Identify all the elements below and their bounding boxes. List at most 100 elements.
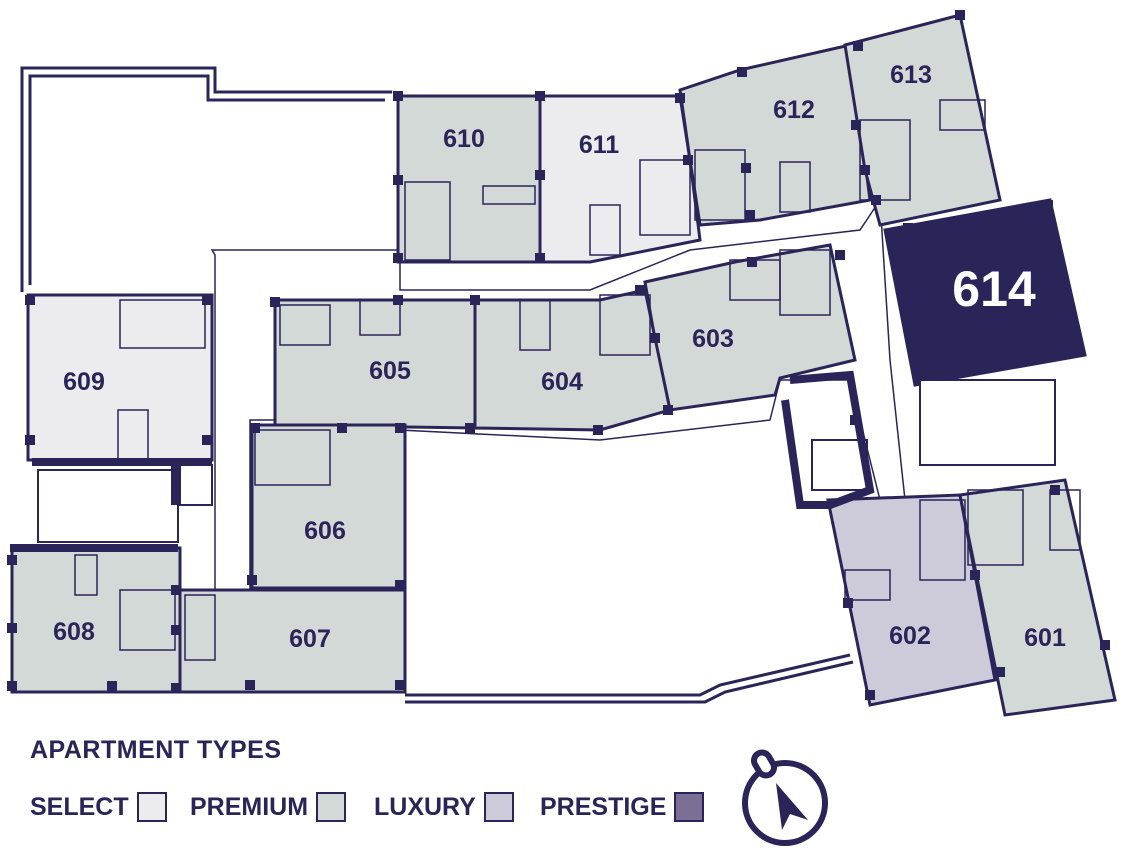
wall-post xyxy=(955,10,965,20)
unit-label-610[interactable]: 610 xyxy=(443,125,485,153)
unit-label-613[interactable]: 613 xyxy=(890,61,932,89)
wall-post xyxy=(470,295,480,305)
wall-post xyxy=(843,598,853,608)
unit-label-612[interactable]: 612 xyxy=(773,96,815,124)
wall-post xyxy=(737,67,747,77)
floor-plan: 601 602 603 604 605 606 607 608 609 610 611 612 613 6… xyxy=(7,10,1117,717)
wall-post xyxy=(337,423,347,433)
unit-label-605[interactable]: 605 xyxy=(369,357,411,385)
wall-post xyxy=(25,295,35,305)
wall-post xyxy=(7,623,17,633)
legend-label-prestige: PRESTIGE xyxy=(540,792,667,821)
legend-swatch-prestige xyxy=(674,792,705,822)
unit-608[interactable] xyxy=(10,546,182,694)
legend-item-luxury: LUXURY xyxy=(374,792,514,822)
wall-post xyxy=(395,423,405,433)
wall-post xyxy=(850,415,860,425)
wall-post xyxy=(675,93,685,103)
wall-post xyxy=(535,91,545,101)
legend-item-premium: PREMIUM xyxy=(190,792,347,822)
legend-item-select: SELECT xyxy=(30,792,167,822)
wall-post xyxy=(970,570,980,580)
wall-post xyxy=(393,91,403,101)
wall-post xyxy=(535,170,545,180)
unit-601[interactable] xyxy=(958,478,1117,717)
wall-post xyxy=(393,175,403,185)
wall-post xyxy=(202,295,212,305)
legend-label-select: SELECT xyxy=(30,792,129,821)
wall-post xyxy=(1065,345,1075,355)
wall-post xyxy=(171,625,181,635)
unit-label-601[interactable]: 601 xyxy=(1024,624,1066,652)
wall-post xyxy=(903,223,913,233)
stair-east xyxy=(919,379,1056,466)
wall-post xyxy=(465,423,475,433)
unit-label-611[interactable]: 611 xyxy=(579,131,619,159)
wall-post xyxy=(7,681,17,691)
legend-label-luxury: LUXURY xyxy=(374,792,476,821)
wall-post xyxy=(395,680,405,690)
building-outline xyxy=(20,66,854,704)
wall-post xyxy=(663,405,673,415)
wall-post xyxy=(683,155,693,165)
wall-post xyxy=(995,667,1005,677)
wall-post xyxy=(1100,640,1110,650)
wall-post xyxy=(25,435,35,445)
wall-post xyxy=(835,250,845,260)
wall-post xyxy=(171,683,181,693)
wall-post xyxy=(853,41,863,51)
units-layer xyxy=(10,13,1117,717)
wall-post xyxy=(250,423,260,433)
wall-post xyxy=(913,367,923,377)
wall-post xyxy=(107,681,117,691)
wall-post xyxy=(851,120,861,130)
legend-label-premium: PREMIUM xyxy=(190,792,309,821)
unit-label-606[interactable]: 606 xyxy=(304,517,346,545)
wall-post xyxy=(171,585,181,595)
unit-612[interactable] xyxy=(678,43,872,227)
wall-posts xyxy=(7,10,1110,700)
wall-post xyxy=(1050,485,1060,495)
wall-post xyxy=(741,163,751,173)
unit-label-614[interactable]: 614 xyxy=(952,261,1036,317)
wall-post xyxy=(247,575,257,585)
unit-labels: 601 602 603 604 605 606 607 608 609 610 611 612 613 6… xyxy=(53,61,1066,653)
legend-title: APARTMENT TYPES xyxy=(30,736,282,764)
unit-label-607[interactable]: 607 xyxy=(289,625,331,653)
unit-614[interactable] xyxy=(883,198,1087,387)
unit-label-604[interactable]: 604 xyxy=(541,368,583,396)
unit-606[interactable] xyxy=(250,423,407,590)
wall-post xyxy=(747,257,757,267)
legend-swatch-premium xyxy=(316,792,347,822)
wall-post xyxy=(7,555,17,565)
unit-602[interactable] xyxy=(826,493,997,707)
wall-post xyxy=(745,210,755,220)
wall-post xyxy=(865,690,875,700)
unit-label-602[interactable]: 602 xyxy=(889,622,931,650)
wall-post xyxy=(635,285,645,295)
wall-post xyxy=(871,195,881,205)
stair-west xyxy=(37,469,179,543)
wall-post xyxy=(393,253,403,263)
unit-610[interactable] xyxy=(396,94,542,264)
elevator-west xyxy=(179,464,213,506)
wall-post xyxy=(860,165,870,175)
unit-label-608[interactable]: 608 xyxy=(53,618,95,646)
wall-post xyxy=(245,680,255,690)
stair-cores xyxy=(37,379,1056,543)
wall-post xyxy=(593,425,603,435)
legend-swatch-luxury xyxy=(483,792,514,822)
unit-label-603[interactable]: 603 xyxy=(692,325,734,353)
wall-post xyxy=(395,580,405,590)
north-arrow-icon[interactable] xyxy=(738,748,832,848)
interior-partitions xyxy=(74,99,1081,661)
unit-613[interactable] xyxy=(843,13,1002,227)
unit-label-609[interactable]: 609 xyxy=(63,368,105,396)
legend-swatch-select xyxy=(136,792,167,822)
wall-post xyxy=(202,435,212,445)
wall-post xyxy=(535,253,545,263)
core-walls xyxy=(10,370,875,552)
wall-post xyxy=(650,333,660,343)
unit-604[interactable] xyxy=(473,288,672,432)
legend-item-prestige: PRESTIGE xyxy=(540,792,705,822)
